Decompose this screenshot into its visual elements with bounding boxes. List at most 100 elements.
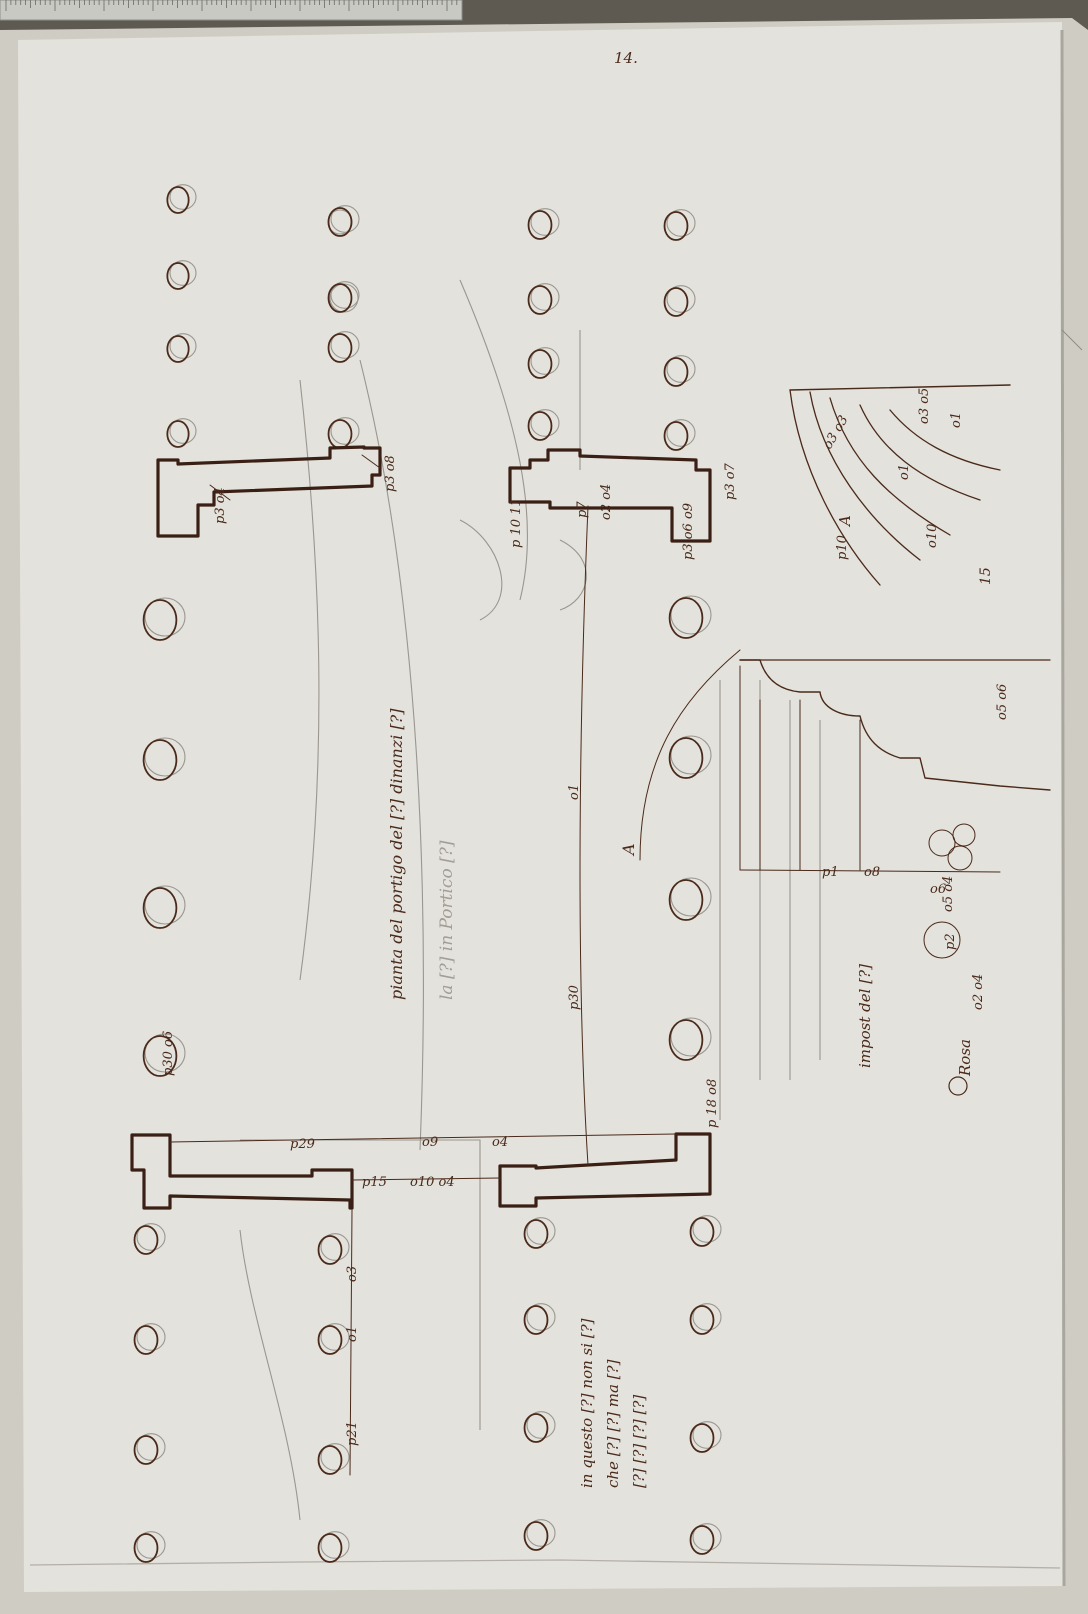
column-circle xyxy=(668,737,704,779)
column-pencil-outline xyxy=(169,333,197,359)
column-circle xyxy=(668,1019,704,1061)
column-pencil-outline xyxy=(320,1443,350,1471)
measure-span-mid: o1 xyxy=(567,784,582,800)
column-circle xyxy=(523,1521,549,1551)
moulding-measure-7: o2 o4 xyxy=(971,974,986,1010)
column-circle xyxy=(527,349,553,379)
column-circle xyxy=(689,1217,715,1247)
column-circle xyxy=(668,879,704,921)
column-pencil-outline xyxy=(530,208,560,236)
column-pencil-outline xyxy=(330,205,360,233)
column-circle xyxy=(166,420,190,448)
column-pencil-outline xyxy=(330,281,360,309)
column-circle xyxy=(663,357,689,387)
column-pencil-outline xyxy=(136,1531,166,1559)
column-pencil-outline xyxy=(526,1411,556,1439)
arc-measure-2: o1 xyxy=(949,412,964,428)
rosa-label: Rosa xyxy=(956,1039,974,1077)
column-circle xyxy=(166,262,190,290)
column-pencil-outline xyxy=(136,1323,166,1351)
column-pencil-outline xyxy=(320,1531,350,1559)
column-pencil-outline xyxy=(330,417,360,445)
measure-top-right-b: p7 xyxy=(575,501,590,518)
vault-note-line-2: che [?] [?] ma [?] xyxy=(604,1359,622,1488)
column-row-lower xyxy=(663,209,722,1555)
measure-bottom-left-a: p29 xyxy=(290,1137,315,1152)
column-circle xyxy=(142,739,178,781)
column-circle xyxy=(317,1533,343,1563)
column-circle xyxy=(523,1219,549,1249)
measure-bottom-left-c: o4 xyxy=(492,1135,508,1150)
column-circle xyxy=(663,287,689,317)
column-circle xyxy=(523,1305,549,1335)
pencil-note: la [?] in Portico [?] xyxy=(437,840,457,1000)
column-circle xyxy=(523,1413,549,1443)
portico-caption: pianta del portigo del [?] dinanzi [?] xyxy=(387,708,406,1000)
letter-a-plan: A xyxy=(619,843,638,857)
pier-plan-top-left xyxy=(156,445,382,538)
edge-measure-1: p21 xyxy=(345,1421,360,1446)
impost-moulding-profile: A xyxy=(619,649,1051,1096)
paper xyxy=(18,22,1064,1592)
column-pencil-outline xyxy=(330,331,360,359)
measure-top-right-a: p 10 11 xyxy=(509,498,524,548)
column-pencil-outline xyxy=(692,1421,722,1449)
column-circle xyxy=(133,1225,159,1255)
column-pencil-outline xyxy=(526,1217,556,1245)
folio-number: 14. xyxy=(614,49,638,67)
column-pencil-outline xyxy=(169,184,197,210)
measure-bottom-left-d: p15 xyxy=(362,1175,387,1190)
arc-measure-5: o3 o5 xyxy=(917,388,932,424)
column-circle xyxy=(689,1525,715,1555)
column-label: p30 o6 xyxy=(161,1031,176,1076)
impost-label: impost del [?] xyxy=(856,964,874,1068)
paper-edge-shadow xyxy=(1060,29,1066,1587)
arch-profile-detail: A 15 xyxy=(789,384,1011,586)
column-pencil-outline xyxy=(169,418,197,444)
arc-measure-6: o1 xyxy=(897,464,912,480)
column-pencil-outline xyxy=(666,355,696,383)
letter-a-arc: A xyxy=(836,515,854,528)
column-circle xyxy=(317,1325,343,1355)
column-pencil-outline xyxy=(144,885,186,925)
column-circle xyxy=(527,285,553,315)
column-pencil-outline xyxy=(144,737,186,777)
column-circle xyxy=(142,599,178,641)
column-pencil-outline xyxy=(144,1033,186,1073)
moulding-measure-4: o5 o4 xyxy=(941,876,956,912)
column-pencil-outline xyxy=(670,877,712,917)
measure-top-right-c: o2 o4 xyxy=(599,484,614,520)
column-circle xyxy=(133,1533,159,1563)
lower-sheet-edge xyxy=(29,1559,1061,1569)
column-pencil-outline xyxy=(320,1323,350,1351)
arc-measure-4: o10 xyxy=(925,524,940,548)
column-pencil-outline xyxy=(666,209,696,237)
moulding-measure-3: o6 xyxy=(930,882,946,897)
column-circle xyxy=(689,1305,715,1335)
column-pencil-outline xyxy=(670,735,712,775)
column-pencil-outline xyxy=(530,283,560,311)
column-pencil-outline xyxy=(666,419,696,447)
vault-note-line-3: [?] [?] [?] [?] xyxy=(630,1395,648,1488)
column-circle xyxy=(327,283,353,313)
column-circle xyxy=(663,211,689,241)
pier-plan-top-right xyxy=(508,448,712,543)
right-page-number: 15 xyxy=(978,567,994,585)
column-circle xyxy=(166,335,190,363)
column-circle xyxy=(327,333,353,363)
column-pencil-outline xyxy=(692,1215,722,1243)
column-circle xyxy=(327,207,353,237)
moulding-measure-2: o8 xyxy=(864,865,880,880)
column-pencil-outline xyxy=(526,1303,556,1331)
column-pencil-outline xyxy=(530,347,560,375)
column-pencil-outline xyxy=(692,1523,722,1551)
measure-top-left-b: p3 o4 xyxy=(213,487,228,524)
column-pencil-outline xyxy=(320,1233,350,1261)
column-circle xyxy=(527,411,553,441)
column-pencil-outline xyxy=(169,260,197,286)
column-circle xyxy=(317,1445,343,1475)
column-pencil-outline xyxy=(692,1303,722,1331)
moulding-measure-5: o5 o6 xyxy=(995,684,1010,720)
pier-plan-bottom-right xyxy=(498,1132,712,1208)
